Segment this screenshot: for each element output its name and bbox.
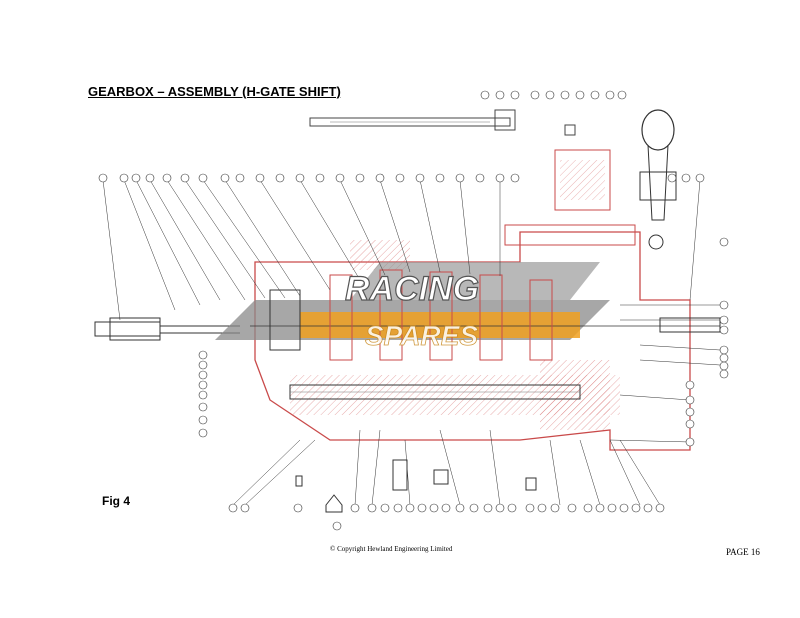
selector-housing — [554, 124, 611, 211]
shift-rod — [309, 109, 516, 131]
callout-leaders — [102, 179, 721, 506]
gear-stack — [269, 269, 553, 361]
input-shaft — [94, 317, 240, 341]
mainshaft — [215, 262, 721, 340]
copyright-notice: © Copyright Hewland Engineering Limited — [330, 545, 453, 553]
figure-label: Fig 4 — [102, 494, 131, 508]
watermark-top-text: RACING — [345, 270, 479, 308]
layshaft — [289, 384, 581, 400]
watermark-bottom-text: SPARES — [365, 320, 478, 351]
page-number: PAGE 16 — [726, 547, 760, 557]
gear-knob — [639, 109, 677, 250]
gearbox-casing — [254, 224, 691, 451]
callout-markers — [98, 90, 729, 531]
watermark-logo: RACING SPARES — [344, 269, 479, 351]
loose-parts — [295, 459, 537, 513]
page-title: GEARBOX – ASSEMBLY (H-GATE SHIFT) — [88, 84, 341, 99]
